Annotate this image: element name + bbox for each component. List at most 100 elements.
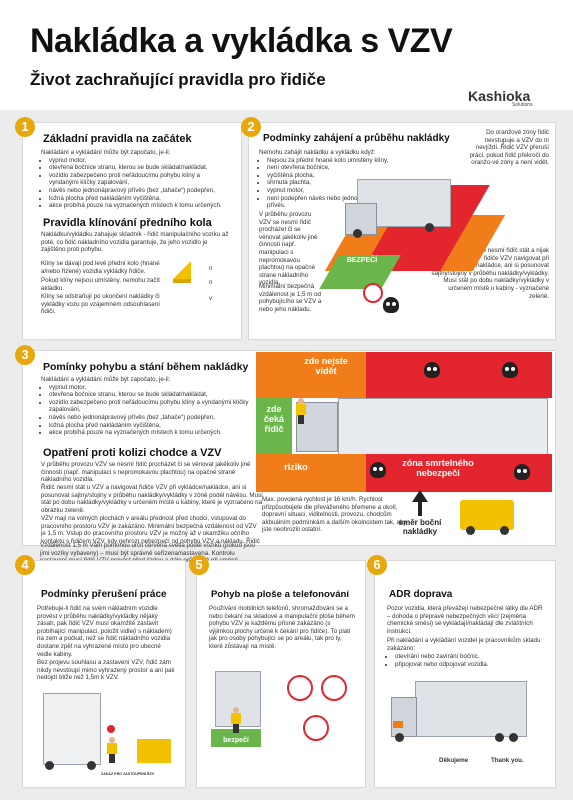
wedge-letter: n <box>209 265 213 272</box>
stop-hand-icon <box>107 725 115 733</box>
section-6-text: Pozor vozidla, která převážejí nebezpečn… <box>387 605 543 635</box>
risk-label: riziko <box>284 462 308 472</box>
list-item: ložná plocha před nakládáním vyčištěna, <box>49 422 259 430</box>
safe-area-label: bezpečí <box>223 737 249 744</box>
adr-truck-cab <box>391 697 417 737</box>
section-6-list: otevírání nebo zavírání bočnic, připojov… <box>387 653 547 668</box>
truck-wheel <box>495 733 504 742</box>
section-4-heading: Podmínky přerušení práce <box>41 589 167 600</box>
section-2-number: 2 <box>241 117 261 137</box>
section-5-number: 5 <box>189 555 209 575</box>
wheel-chock-image <box>173 261 191 279</box>
section-2-text: Nemohu zahájit nakládku a vykládku když:… <box>259 149 399 210</box>
section-1-text-2: Nakládku/vykládku zahajuje skladník - ři… <box>41 231 229 254</box>
direction-label: směr boční nakládky <box>398 518 442 536</box>
red-zone-note: V červené zóně nesmí řidič stát a nijak … <box>431 247 549 300</box>
section-1-heading: Základní pravidla na začátek <box>43 133 192 145</box>
truck-wheel <box>425 223 434 232</box>
list-item: připojovat nebo odpojovat vozidla. <box>395 661 547 669</box>
driver-figure <box>107 737 117 763</box>
section-3-heading: Pomínky pohybu a stání během nakládky <box>43 361 249 373</box>
truck-wheel <box>395 733 404 742</box>
list-item: není otevřena bočnice, <box>267 164 399 172</box>
list-item: vypnut motor, <box>49 157 231 165</box>
truck-topview-trailer <box>338 398 548 456</box>
section-1-text-5: Klíny se odstraňují po ukončení nakládky… <box>41 293 161 316</box>
page-subtitle: Život zachraňující pravidla pro řidiče <box>30 70 326 89</box>
truck-rear-image <box>43 693 101 765</box>
list-item: akce probíhá pouze na vyznačených místec… <box>49 429 259 437</box>
no-telephone-icon <box>303 715 329 741</box>
wheel-chock-base <box>173 279 191 283</box>
list-item: otevřena bočnice stranu, kterou se bude … <box>49 164 231 172</box>
section-5-heading: Pohyb na ploše a telefonování <box>211 589 350 600</box>
section-4-card: 4 Podmínky přerušení práce Potřebuje-li … <box>15 555 186 788</box>
section-6-number: 6 <box>367 555 387 575</box>
forklift-image <box>137 739 171 763</box>
section-1-text-3: Klíny se dávají pod levé přední kolo (hn… <box>41 260 160 275</box>
red-deadly-zone-top <box>366 352 552 398</box>
section-2-list: Nejsou za přední hnané kolo umístěny klí… <box>259 157 399 210</box>
section-1-text: Nakládání a vykládání může být započato,… <box>41 149 231 210</box>
section-6-card: 6 ADR doprava Pozor vozidla, která převá… <box>367 555 556 788</box>
forklift-wheel <box>466 526 475 535</box>
orange-risk-zone <box>256 454 366 492</box>
list-item: vypnut motor, <box>267 187 399 195</box>
list-item: není podepřen návěs nebo jednonápravový … <box>267 195 399 210</box>
truck-front-image <box>215 671 261 727</box>
truck-wheel <box>509 733 518 742</box>
truck-cab <box>345 203 377 235</box>
no-headphones-icon <box>287 675 313 701</box>
speed-note: Max. povolená rychlost je 16 km/h. Rychl… <box>262 496 407 534</box>
list-item: návěs nebo jednonápravový přívěs (bez „t… <box>49 187 231 195</box>
section-3-text: Nakládání a vykládání může být započato,… <box>41 376 259 437</box>
list-item: vozidlo zabezpečeno proti neřádoucímu po… <box>49 399 259 414</box>
skull-icon <box>370 462 386 478</box>
list-item: ložná plocha před nakládáním vyčištěna, <box>49 195 231 203</box>
list-item: shrnutá plachta, <box>267 179 399 187</box>
list-item: Nejsou za přední hnané kolo umístěny klí… <box>267 157 399 165</box>
list-item: vyčištěná plocha, <box>267 172 399 180</box>
logo-subtext: Solutions <box>512 102 533 108</box>
section-2-card: 2 Podmínky zahájení a průběhu nakládky N… <box>241 117 556 340</box>
direction-arrow-shaft <box>418 502 422 516</box>
thanks-czech: Děkujeme <box>439 757 469 764</box>
thanks-english: Thank you. <box>491 757 524 764</box>
skull-icon <box>502 362 518 378</box>
section-4-number: 4 <box>15 555 35 575</box>
direction-arrow-icon <box>412 490 428 502</box>
section-6-heading: ADR doprava <box>389 589 453 600</box>
section-3-heading-2: Opatření proti kolizi chodce a VZV <box>43 447 222 459</box>
forklift-image <box>460 500 514 530</box>
orange-zone-note: Do oranžové zóny řidič nevstupuje a VZV … <box>469 129 549 167</box>
list-item: vypnut motor, <box>49 384 259 392</box>
list-item: otevřena bočnice stranu, kterou se bude … <box>49 391 259 399</box>
orange-blind-zone <box>256 352 366 398</box>
no-mobile-phone-icon <box>321 675 347 701</box>
no-phone-icon <box>363 283 383 303</box>
adr-plate-icon <box>393 721 403 728</box>
section-1-card: 1 Základní pravidla na začátek Nakládání… <box>15 117 242 340</box>
skull-icon <box>383 297 399 313</box>
wedge-letter: n <box>209 279 213 286</box>
safe-zone-label: BEZPEČÍ <box>346 257 378 264</box>
section-3-number: 3 <box>15 345 35 365</box>
truck-wheel <box>353 229 362 238</box>
logo-text: Kashioka <box>468 88 531 104</box>
section-1-intro: Nakládání a vykládání může být započato,… <box>41 149 171 156</box>
driver-figure <box>231 707 241 733</box>
list-item: akce probíhá pouze na vyznačených místec… <box>49 202 231 210</box>
blind-zone-label: zde nejste vidět <box>304 356 348 376</box>
truck-wheel <box>87 761 96 770</box>
section-3-para-3: VZV mají na volných plochách v areálu př… <box>41 515 260 544</box>
section-2-intro: Nemohu zahájit nakládku a vykládku když: <box>259 149 376 156</box>
section-5-card: 5 Pohyb na ploše a telefonování Používán… <box>189 555 366 788</box>
truck-wheel <box>45 761 54 770</box>
list-item: otevírání nebo zavírání bočnic, <box>395 653 547 661</box>
page-title: Nakládka a vykládka s VZV <box>30 22 453 60</box>
section-4-text-2: Bez projevu souhlasu a zastavení VZV, ři… <box>37 659 175 682</box>
company-logo: Kashioka <box>468 88 530 104</box>
deadly-zone-label: zóna smrtelného nebezpečí <box>402 458 474 478</box>
forklift-wheel <box>500 526 509 535</box>
skull-icon <box>514 464 530 480</box>
